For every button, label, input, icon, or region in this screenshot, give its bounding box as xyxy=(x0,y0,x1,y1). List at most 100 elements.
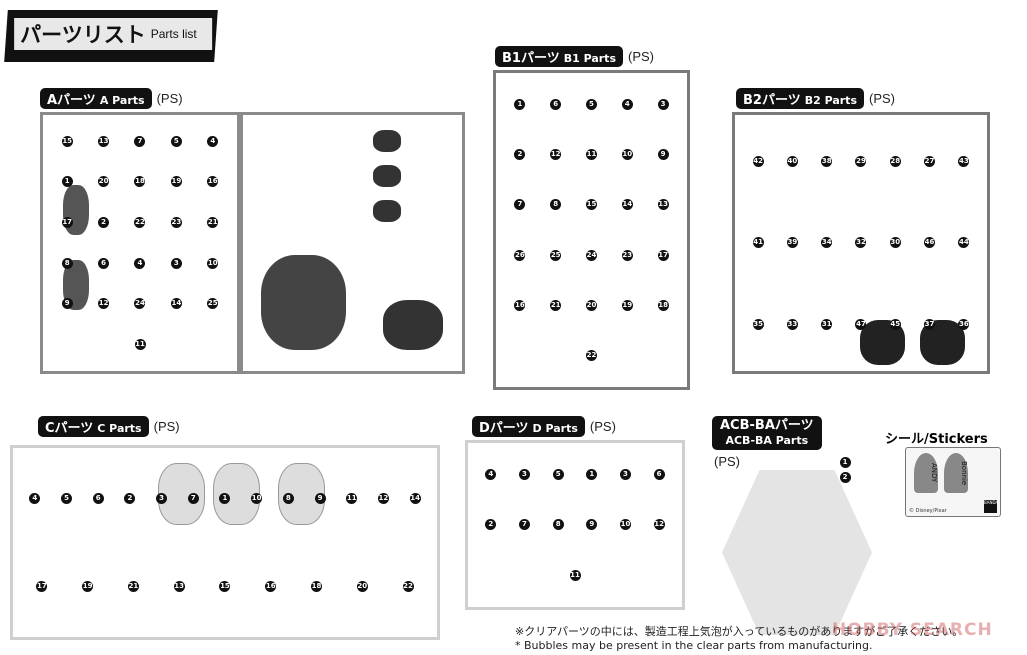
part-number-badge: 1 xyxy=(839,457,851,468)
label-en: ACB-BA Parts xyxy=(725,434,809,447)
part-number-badge: 25 xyxy=(550,249,562,261)
label-en: C Parts xyxy=(97,422,142,435)
part-number-badge: 8 xyxy=(550,199,562,211)
part-number-badge: 2 xyxy=(485,519,497,531)
material: (PS) xyxy=(714,454,740,469)
material: (PS) xyxy=(156,91,183,106)
part-number-badge: 10 xyxy=(619,519,631,531)
part-number-badge: 11 xyxy=(134,339,146,351)
part-number-badge: 1 xyxy=(586,468,598,480)
part-number-badge: 10 xyxy=(207,257,219,269)
part-number-badge: 16 xyxy=(265,581,277,593)
part-number-badge: 47 xyxy=(855,318,867,330)
part-number-badge: 14 xyxy=(621,199,633,211)
part-number-badge: 8 xyxy=(552,519,564,531)
part-number-badge: 9 xyxy=(586,519,598,531)
label-en: D Parts xyxy=(532,422,578,435)
part-number-badge: 15 xyxy=(585,199,597,211)
page-title-jp: パーツリスト xyxy=(20,23,146,47)
part-number-badge: 6 xyxy=(92,492,104,504)
label-en: B2 Parts xyxy=(804,94,857,107)
part-number-badge: 16 xyxy=(207,176,219,188)
part-number-badge: 46 xyxy=(924,237,936,249)
part-number-badge: 7 xyxy=(134,135,146,147)
part-number-badge: 30 xyxy=(889,237,901,249)
part-number-badge: 1 xyxy=(219,492,231,504)
part-number-badge: 41 xyxy=(752,237,764,249)
part-number-badge: 12 xyxy=(377,492,389,504)
part-number-badge: 17 xyxy=(36,581,48,593)
part-number-badge: 2 xyxy=(124,492,136,504)
part-number-badge: 20 xyxy=(356,581,368,593)
part-number-badge: 36 xyxy=(958,318,970,330)
part-number-badge: 10 xyxy=(621,148,633,160)
part-number-badge: 40 xyxy=(786,156,798,168)
part-number-badge: 1 xyxy=(61,176,73,188)
part-number-badge: 5 xyxy=(585,98,597,110)
part-number-badge: 24 xyxy=(585,249,597,261)
label-jp: Cパーツ xyxy=(45,421,94,436)
part-number-badge: 15 xyxy=(219,581,231,593)
part-number-badge: 19 xyxy=(82,581,94,593)
part-number-badge: 27 xyxy=(924,156,936,168)
label-jp: ACB-BAパーツ xyxy=(720,418,814,433)
part-shape xyxy=(383,300,443,350)
part-number-badge: 19 xyxy=(621,299,633,311)
part-number-badge: 25 xyxy=(207,298,219,310)
part-number-badge: 37 xyxy=(924,318,936,330)
part-number-badge: 5 xyxy=(552,468,564,480)
label-jp: B2パーツ xyxy=(743,93,801,108)
watermark: HOBBY SEARCH xyxy=(832,620,993,640)
part-number-badge: 8 xyxy=(61,257,73,269)
part-number-badge: 3 xyxy=(619,468,631,480)
part-shape xyxy=(373,200,401,222)
part-number-badge: 11 xyxy=(346,492,358,504)
footer-note-jp: ※クリアパーツの中には、製造工程上気泡が入っているものがありますがご了承ください… xyxy=(515,625,964,638)
material: (PS) xyxy=(589,419,616,434)
part-number-badge: 8 xyxy=(282,492,294,504)
part-number-badge: 17 xyxy=(657,249,669,261)
part-number-badge: 2 xyxy=(839,472,851,483)
part-number-badge: 31 xyxy=(821,318,833,330)
part-number-badge: 20 xyxy=(585,299,597,311)
sprue-a-right xyxy=(240,112,465,374)
part-number-badge: 4 xyxy=(134,257,146,269)
part-number-badge: 29 xyxy=(855,156,867,168)
base-part-hexagon xyxy=(722,470,872,635)
sticker-copyright: © Disney/Pixar xyxy=(909,508,947,514)
part-number-badge: 16 xyxy=(514,299,526,311)
part-number-badge: 11 xyxy=(585,148,597,160)
part-number-badge: 35 xyxy=(752,318,764,330)
part-number-badge: 6 xyxy=(98,257,110,269)
part-number-badge: 5 xyxy=(170,135,182,147)
part-number-badge: 43 xyxy=(958,156,970,168)
part-number-badge: 23 xyxy=(621,249,633,261)
part-shape xyxy=(373,130,401,152)
part-number-badge: 12 xyxy=(98,298,110,310)
sticker-bonnie: Bonnie xyxy=(944,453,968,493)
part-number-badge: 13 xyxy=(173,581,185,593)
part-number-badge: 34 xyxy=(821,237,833,249)
part-number-badge: 39 xyxy=(786,237,798,249)
part-number-badge: 21 xyxy=(207,217,219,229)
part-number-badge: 10 xyxy=(251,492,263,504)
part-number-badge: 28 xyxy=(889,156,901,168)
part-number-badge: 2 xyxy=(514,148,526,160)
label-jp: Aパーツ xyxy=(47,93,96,108)
material: (PS) xyxy=(628,49,654,64)
label-jp: Dパーツ xyxy=(479,421,529,436)
part-number-badge: 12 xyxy=(653,519,665,531)
part-number-badge: 38 xyxy=(821,156,833,168)
part-number-badge: 12 xyxy=(550,148,562,160)
part-number-badge: 3 xyxy=(156,492,168,504)
part-number-badge: 3 xyxy=(170,257,182,269)
